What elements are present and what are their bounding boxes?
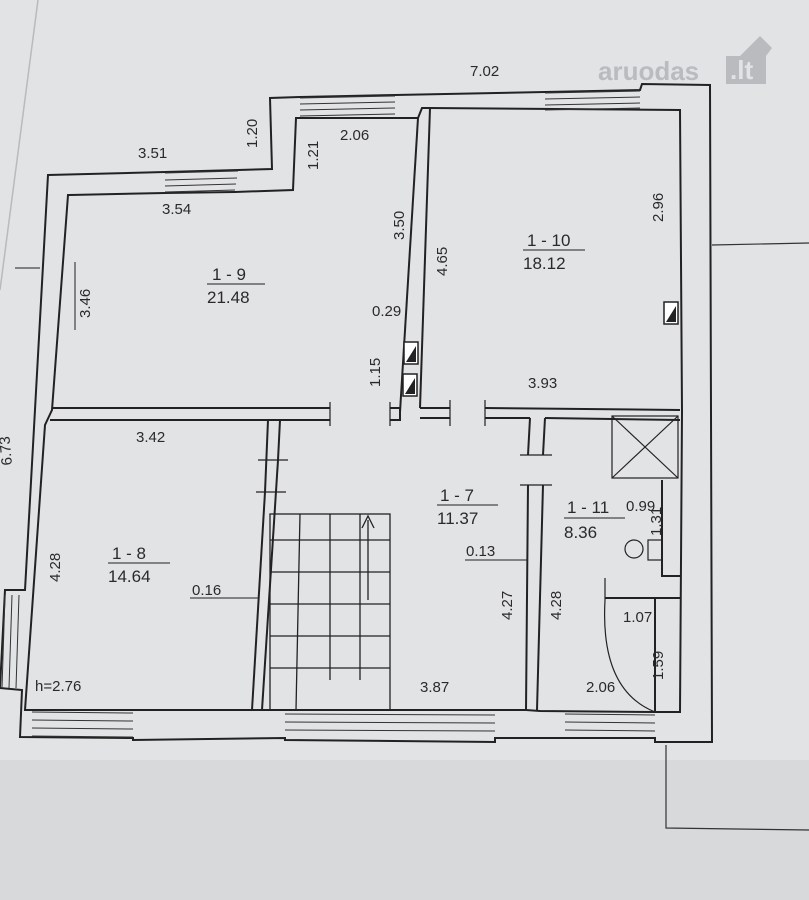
dim-r11-height: 4.28 — [548, 591, 565, 620]
watermark-text: aruodas — [598, 56, 699, 86]
dim-bath-099: 0.99 — [626, 498, 655, 515]
watermark-suffix: .lt — [730, 55, 753, 85]
dim-r7-height: 4.27 — [499, 591, 516, 620]
staircase — [269, 513, 391, 711]
dim-r9-width: 3.54 — [162, 201, 191, 218]
dim-left-side-cut: 6.73 — [0, 436, 16, 467]
windows — [1, 90, 656, 738]
room-labels: 1 - 9 21.48 1 - 10 18.12 1 - 8 14.64 1 -… — [108, 231, 625, 586]
dim-closet-107: 1.07 — [623, 609, 652, 626]
paper-margin-line — [0, 0, 39, 291]
dim-r7-width: 3.87 — [420, 679, 449, 696]
closet-door-swing — [603, 599, 656, 713]
window-top-mid — [299, 95, 396, 117]
dim-notch-inner: 1.21 — [305, 141, 322, 170]
dim-r8-height: 4.28 — [47, 553, 64, 582]
shower-tray — [611, 415, 679, 479]
dim-notch-height: 1.20 — [244, 119, 261, 148]
fixtures — [256, 400, 679, 713]
dimension-labels: 7.02 3.51 1.20 1.21 2.06 3.54 3.46 3.50 … — [0, 63, 667, 696]
window-bottom-right — [564, 713, 656, 732]
paper-shadow — [0, 760, 809, 900]
window-left-side — [1, 594, 20, 689]
room-1-9-area: 21.48 — [207, 288, 250, 307]
dimension-leaders — [15, 262, 528, 599]
room-1-9-label: 1 - 9 — [212, 265, 246, 284]
window-top-right — [544, 90, 641, 111]
dim-r10-height-right: 2.96 — [650, 193, 667, 222]
dim-wall-013: 0.13 — [466, 543, 495, 560]
vent-shafts — [402, 301, 679, 397]
dim-wall-029: 0.29 — [372, 303, 401, 320]
inner-walls — [50, 107, 681, 712]
dim-closet-159: 1.59 — [650, 651, 667, 680]
dim-wall-115: 1.15 — [367, 358, 384, 387]
adjacent-outline-top — [711, 242, 809, 246]
house-icon — [740, 36, 772, 56]
window-bottom-left — [31, 711, 134, 738]
dim-r9-height-left: 3.46 — [77, 289, 94, 318]
outer-walls — [0, 82, 714, 744]
room-1-11-area: 8.36 — [564, 523, 597, 542]
room-1-8-area: 14.64 — [108, 567, 151, 586]
toilet — [624, 539, 644, 559]
window-top-left — [164, 170, 239, 193]
dim-width-206-top: 2.06 — [340, 127, 369, 144]
dim-r10-height-left: 4.65 — [434, 247, 451, 276]
room-1-8-label: 1 - 8 — [112, 544, 146, 563]
dim-ceiling-height: h=2.76 — [35, 678, 81, 695]
dim-wall-016: 0.16 — [192, 582, 221, 599]
room-1-7-label: 1 - 7 — [440, 486, 474, 505]
dim-r11-width: 2.06 — [586, 679, 615, 696]
dim-r9-height-right: 3.50 — [391, 211, 408, 240]
watermark: aruodas .lt — [598, 36, 772, 86]
dim-r10-width: 3.93 — [528, 375, 557, 392]
room-1-7-area: 11.37 — [437, 509, 478, 528]
adjacent-outline-bottom — [665, 745, 809, 831]
dim-bath-131: 1.31 — [648, 507, 665, 536]
dim-top-total: 7.02 — [470, 63, 499, 80]
dim-r8-width: 3.42 — [136, 429, 165, 446]
room-1-10-area: 18.12 — [523, 254, 566, 273]
dim-left-top: 3.51 — [138, 145, 167, 162]
room-1-11-label: 1 - 11 — [567, 498, 609, 517]
window-bottom-mid — [284, 713, 496, 732]
room-1-10-label: 1 - 10 — [527, 231, 570, 250]
